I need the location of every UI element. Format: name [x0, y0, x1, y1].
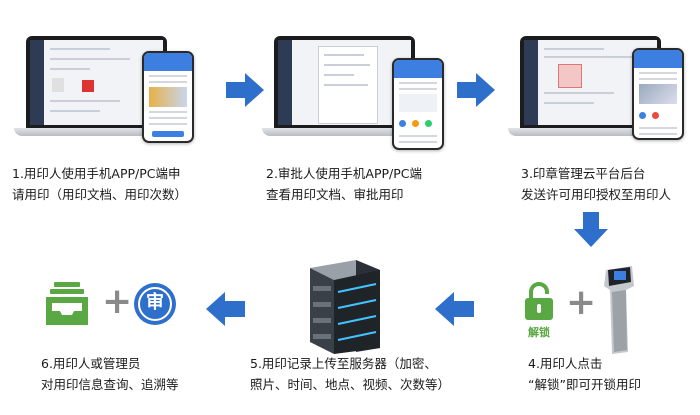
step1-caption: 1.用印人使用手机APP/PC端申 请用印（用印文档、用印次数）	[12, 163, 187, 205]
unlock-icon	[522, 282, 556, 322]
smart-seal-device-icon	[598, 264, 640, 356]
step2-line1: 2.审批人使用手机APP/PC端	[266, 166, 423, 181]
step5-line1: 5.用印记录上传至服务器（加密、	[250, 356, 437, 371]
laptop-step3	[508, 36, 684, 144]
laptop-step1	[14, 36, 194, 144]
step4-line1: 4.用印人点击	[528, 356, 603, 371]
arrow-right-2	[476, 73, 495, 107]
arrow-left-2	[435, 292, 454, 326]
arrow-left-shaft-2	[453, 301, 474, 317]
arrow-down	[583, 212, 599, 230]
step1-line1: 1.用印人使用手机APP/PC端申	[12, 166, 181, 181]
step5-caption: 5.用印记录上传至服务器（加密、 照片、时间、地点、视频、次数等）	[250, 353, 450, 395]
step3-line1: 3.印章管理云平台后台	[521, 166, 646, 181]
inbox-tray-icon	[42, 281, 92, 327]
step4-caption: 4.用印人点击 “解锁”即可开锁用印	[528, 353, 641, 395]
step3-caption: 3.印章管理云平台后台 发送许可用印授权至用印人	[521, 163, 671, 205]
arrow-shaft-2	[457, 82, 477, 98]
step1-line2: 请用印（用印文档、用印次数）	[12, 187, 188, 202]
step2-caption: 2.审批人使用手机APP/PC端 查看用印文档、审批用印	[266, 163, 422, 205]
server-icon	[300, 256, 382, 356]
unlock-label: 解锁	[528, 326, 550, 339]
seal-badge-icon: 审	[134, 283, 176, 325]
plus-sign-left: +	[102, 281, 133, 322]
arrow-right-1	[245, 73, 264, 107]
step3-line2: 发送许可用印授权至用印人	[521, 187, 672, 202]
step6-caption: 6.用印人或管理员 对用印信息查询、追溯等	[41, 353, 179, 395]
plus-sign-right: +	[566, 282, 597, 323]
step6-line1: 6.用印人或管理员	[41, 356, 141, 371]
step6-line2: 对用印信息查询、追溯等	[41, 377, 179, 392]
arrow-down-head	[574, 229, 608, 247]
seal-char: 审	[146, 292, 164, 313]
step2-line2: 查看用印文档、审批用印	[266, 187, 404, 202]
step4-line2: “解锁”即可开锁用印	[528, 377, 641, 392]
arrow-left-1	[206, 292, 225, 326]
arrow-left-shaft-1	[224, 301, 245, 317]
arrow-shaft-1	[226, 82, 246, 98]
laptop-step2	[262, 36, 444, 150]
step5-line2: 照片、时间、地点、视频、次数等）	[250, 377, 451, 392]
